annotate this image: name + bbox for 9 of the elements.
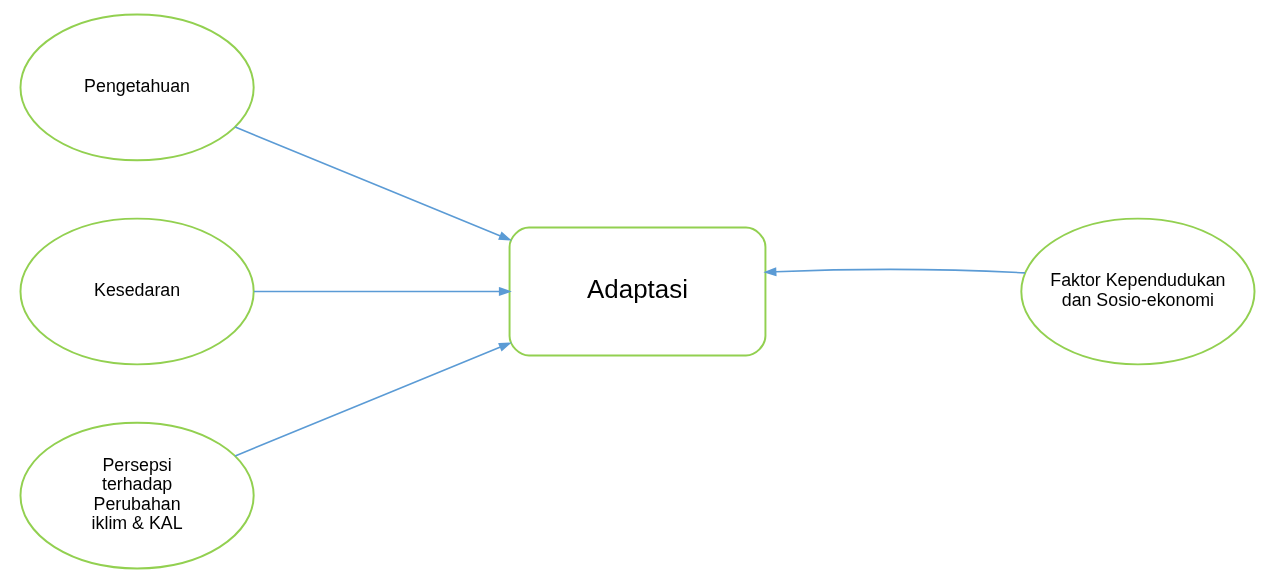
node-ellipse: Kesedaran	[19, 217, 255, 366]
node-ellipse: Faktor Kependudukan dan Sosio-ekonomi	[1019, 217, 1255, 366]
node-ellipse: Pengetahuan	[19, 13, 255, 162]
arrow	[233, 342, 512, 457]
arrow	[252, 286, 512, 297]
arrow	[233, 126, 512, 241]
node-ellipse: Persepsi terhadap Perubahan iklim & KAL	[19, 421, 255, 570]
arrow	[762, 267, 1026, 277]
node-box: Adaptasi	[508, 226, 766, 357]
